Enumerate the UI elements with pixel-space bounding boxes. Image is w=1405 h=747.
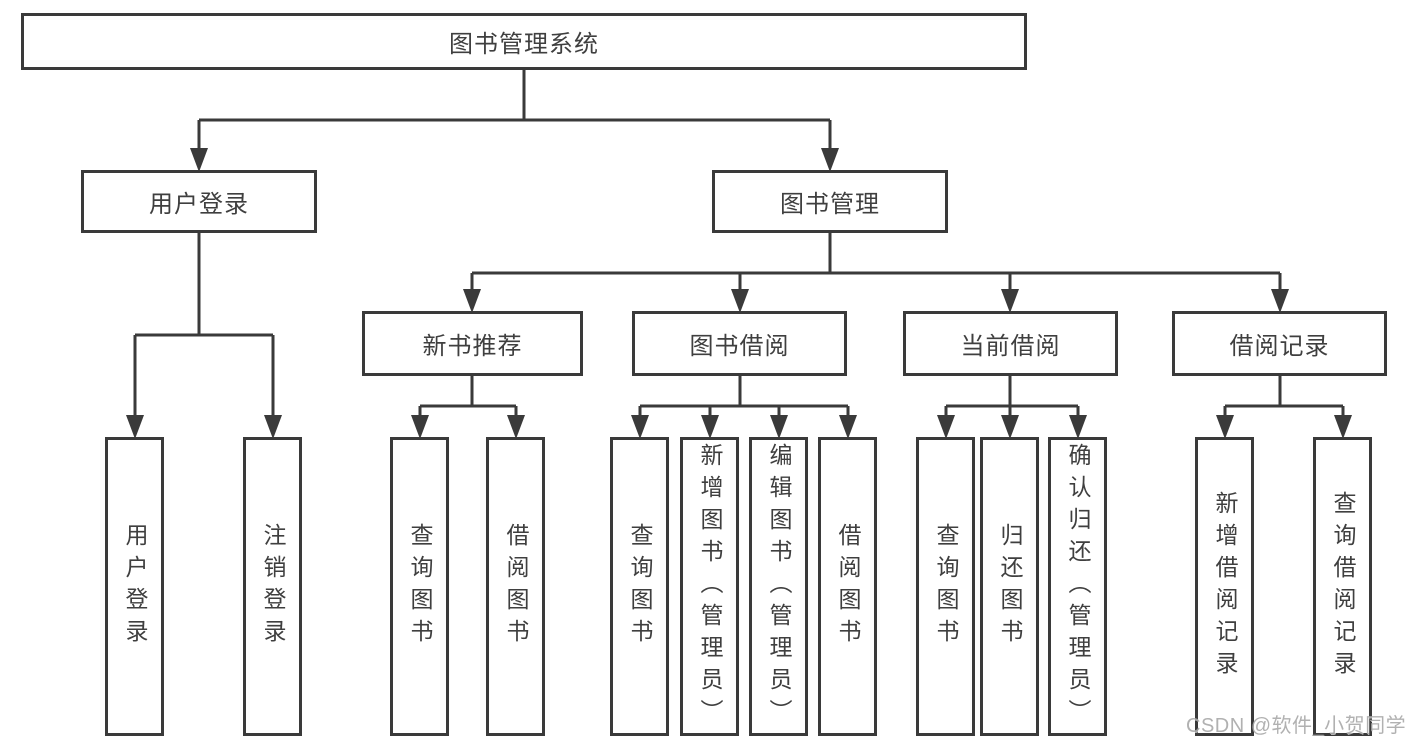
arrowheads xyxy=(126,148,1352,439)
leaf-borrow-edit-books-admin-label: 编辑图书（管理员） xyxy=(766,442,792,731)
leaf-recommend-borrow-books: 借阅图书 xyxy=(486,437,545,736)
leaf-records-query-record-label: 查询借阅记录 xyxy=(1330,490,1356,683)
csdn-watermark: CSDN @软件_小贺同学 xyxy=(1186,715,1405,737)
leaf-logout-login: 注销登录 xyxy=(243,437,302,736)
node-book-management: 图书管理 xyxy=(712,170,948,233)
tree-edges xyxy=(133,70,1345,417)
leaf-user-login-label: 用户登录 xyxy=(122,522,148,651)
leaf-recommend-query-books-label: 查询图书 xyxy=(407,522,433,651)
node-current-borrow: 当前借阅 xyxy=(903,311,1118,376)
node-user-login: 用户登录 xyxy=(81,170,317,233)
node-borrow-records: 借阅记录 xyxy=(1172,311,1387,376)
leaf-current-return-books-label: 归还图书 xyxy=(997,522,1023,651)
node-new-book-recommend: 新书推荐 xyxy=(362,311,583,376)
leaf-borrow-edit-books-admin: 编辑图书（管理员） xyxy=(749,437,808,736)
leaf-borrow-query-books: 查询图书 xyxy=(610,437,669,736)
node-root-library-system: 图书管理系统 xyxy=(21,13,1027,70)
leaf-logout-login-label: 注销登录 xyxy=(260,522,286,651)
leaf-records-query-record: 查询借阅记录 xyxy=(1313,437,1372,736)
leaf-records-add-record: 新增借阅记录 xyxy=(1195,437,1254,736)
leaf-borrow-query-books-label: 查询图书 xyxy=(627,522,653,651)
leaf-borrow-borrow-books: 借阅图书 xyxy=(818,437,877,736)
leaf-current-confirm-return-admin: 确认归还（管理员） xyxy=(1048,437,1107,736)
leaf-current-query-books-label: 查询图书 xyxy=(933,522,959,651)
leaf-current-confirm-return-admin-label: 确认归还（管理员） xyxy=(1065,442,1091,731)
node-book-borrow: 图书借阅 xyxy=(632,311,847,376)
leaf-current-return-books: 归还图书 xyxy=(980,437,1039,736)
leaf-recommend-query-books: 查询图书 xyxy=(390,437,449,736)
leaf-borrow-borrow-books-label: 借阅图书 xyxy=(835,522,861,651)
leaf-borrow-add-books-admin-label: 新增图书（管理员） xyxy=(697,442,723,731)
leaf-borrow-add-books-admin: 新增图书（管理员） xyxy=(680,437,739,736)
leaf-current-query-books: 查询图书 xyxy=(916,437,975,736)
leaf-recommend-borrow-books-label: 借阅图书 xyxy=(503,522,529,651)
leaf-user-login: 用户登录 xyxy=(105,437,164,736)
leaf-records-add-record-label: 新增借阅记录 xyxy=(1212,490,1238,683)
